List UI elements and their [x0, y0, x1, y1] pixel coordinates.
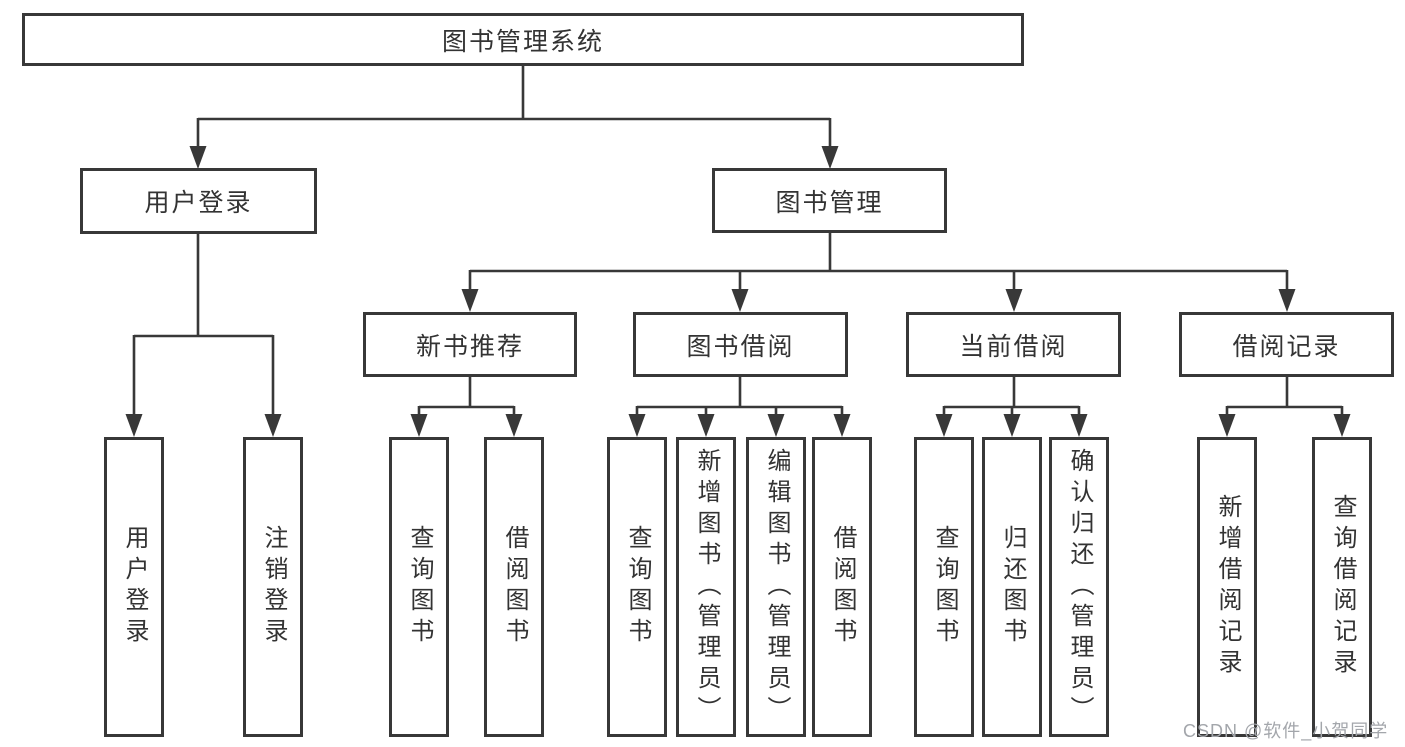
node-book-management: 图书管理	[712, 168, 947, 233]
node-root: 图书管理系统	[22, 13, 1024, 66]
leaf-borrowing-query-books-label: 查询图书	[624, 525, 651, 649]
arrowhead-records-query-record	[1333, 414, 1351, 437]
leaf-current-query-books-label: 查询图书	[931, 525, 958, 649]
connector-user-login-to-leaves	[132, 234, 275, 416]
connector-current-to-leaves	[942, 377, 1081, 418]
leaf-recommend-borrow-books-label: 借阅图书	[501, 525, 528, 649]
connector-recommendation-to-leaves	[417, 377, 516, 418]
leaf-borrowing-add-books: 新增图书（管理员）	[676, 437, 736, 737]
arrowhead-current-query-books	[935, 414, 953, 437]
node-borrowing-records-label: 借阅记录	[1232, 332, 1341, 361]
connector-borrowing-to-leaves	[635, 377, 844, 418]
arrowhead-borrowing-add-books	[697, 414, 715, 437]
arrowhead-borrowing-edit-books	[767, 414, 785, 437]
arrowhead-borrowing-borrow-books	[833, 414, 851, 437]
leaf-borrowing-borrow-books-label: 借阅图书	[829, 525, 856, 649]
node-root-label: 图书管理系统	[441, 27, 604, 56]
leaf-borrowing-borrow-books: 借阅图书	[812, 437, 872, 737]
leaf-logout-label: 注销登录	[260, 525, 287, 649]
node-current-borrowing: 当前借阅	[906, 312, 1121, 377]
leaf-records-add-record: 新增借阅记录	[1197, 437, 1257, 737]
node-new-book-recommendation-label: 新书推荐	[415, 332, 524, 361]
arrowhead-records-add-record	[1218, 414, 1236, 437]
arrowhead-current-borrowing	[1005, 289, 1023, 312]
leaf-recommend-query-books: 查询图书	[389, 437, 449, 737]
arrowhead-current-confirm-return	[1070, 414, 1088, 437]
leaf-recommend-borrow-books: 借阅图书	[484, 437, 544, 737]
leaf-current-confirm-return-label: 确认归还（管理员）	[1066, 447, 1093, 727]
leaf-records-query-record-label: 查询借阅记录	[1329, 494, 1356, 680]
arrowhead-borrowing-query-books	[628, 414, 646, 437]
arrowhead-book-borrowing	[731, 289, 749, 312]
arrowhead-recommend-borrow-books	[505, 414, 523, 437]
arrowhead-leaf-user-login	[125, 414, 143, 437]
arrowhead-new-book-recommendation	[461, 289, 479, 312]
leaf-borrowing-query-books: 查询图书	[607, 437, 667, 737]
leaf-current-confirm-return: 确认归还（管理员）	[1049, 437, 1109, 737]
arrowhead-user-login	[189, 146, 207, 169]
node-user-login: 用户登录	[80, 168, 317, 234]
leaf-borrowing-edit-books: 编辑图书（管理员）	[746, 437, 806, 737]
leaf-records-query-record: 查询借阅记录	[1312, 437, 1372, 737]
arrowhead-book-management	[821, 146, 839, 169]
arrowhead-leaf-logout	[264, 414, 282, 437]
node-book-management-label: 图书管理	[775, 188, 884, 217]
leaf-current-return-books-label: 归还图书	[999, 525, 1026, 649]
connector-book-management-to-level3	[468, 233, 1289, 293]
leaf-records-add-record-label: 新增借阅记录	[1214, 494, 1241, 680]
arrowhead-recommend-query-books	[410, 414, 428, 437]
node-book-borrowing-label: 图书借阅	[686, 332, 795, 361]
node-borrowing-records: 借阅记录	[1179, 312, 1394, 377]
leaf-user-login-label: 用户登录	[121, 525, 148, 649]
leaf-current-query-books: 查询图书	[914, 437, 974, 737]
leaf-borrowing-edit-books-label: 编辑图书（管理员）	[763, 447, 790, 727]
csdn-watermark: CSDN @软件_小贺同学	[1183, 721, 1389, 741]
node-book-borrowing: 图书借阅	[633, 312, 848, 377]
connector-records-to-leaves	[1225, 377, 1344, 418]
leaf-user-login: 用户登录	[104, 437, 164, 737]
arrowhead-current-return-books	[1003, 414, 1021, 437]
connector-root-to-level2	[196, 66, 832, 150]
node-user-login-label: 用户登录	[144, 189, 253, 217]
node-new-book-recommendation: 新书推荐	[363, 312, 577, 377]
leaf-borrowing-add-books-label: 新增图书（管理员）	[693, 447, 720, 727]
arrowhead-borrowing-records	[1278, 289, 1296, 312]
leaf-recommend-query-books-label: 查询图书	[406, 525, 433, 649]
node-current-borrowing-label: 当前借阅	[959, 332, 1068, 361]
leaf-current-return-books: 归还图书	[982, 437, 1042, 737]
leaf-logout: 注销登录	[243, 437, 303, 737]
